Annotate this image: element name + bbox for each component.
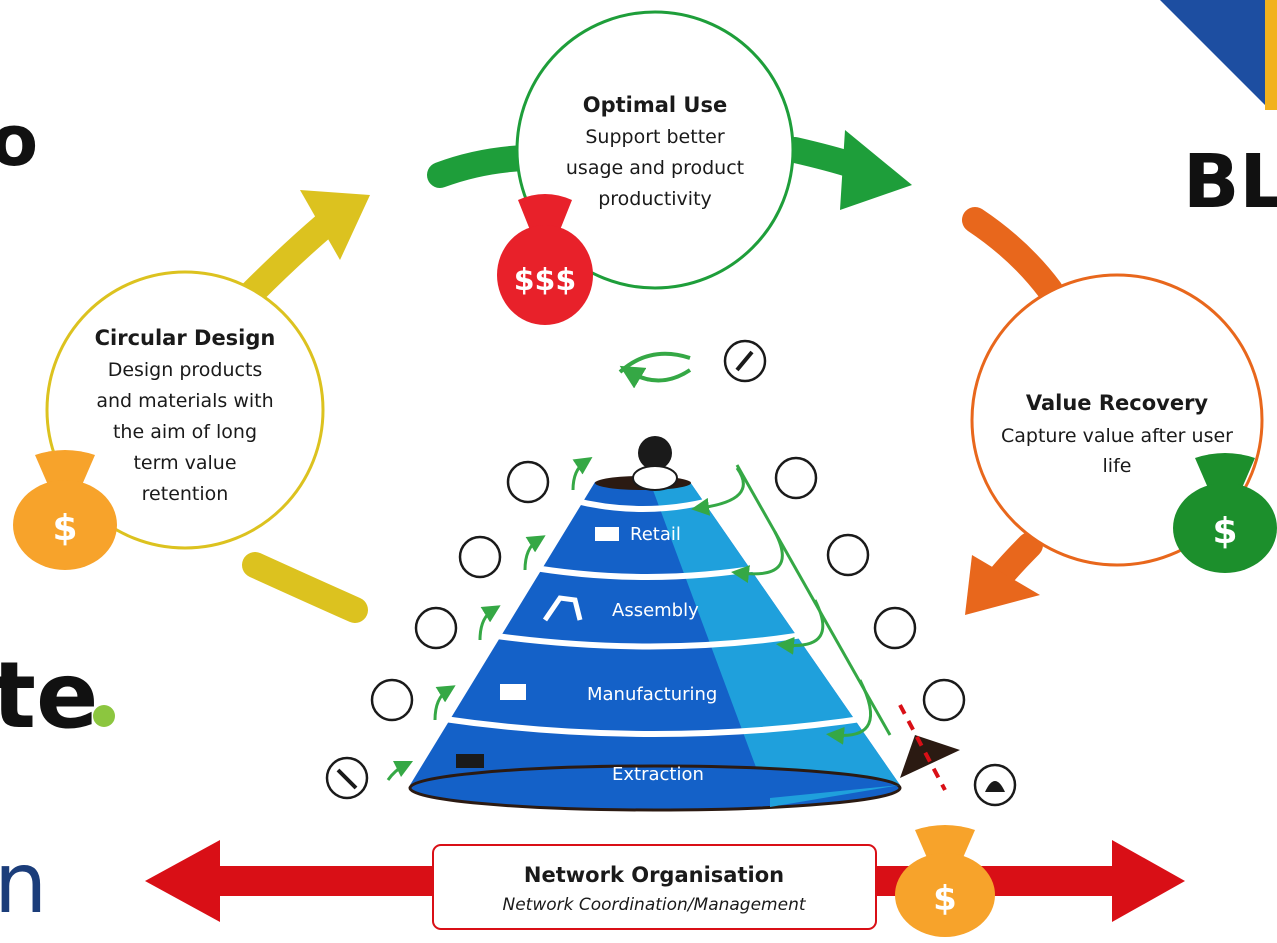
tier-manufacturing: Manufacturing [587, 684, 717, 705]
return-loops [386, 351, 947, 791]
network-title: Network Organisation [524, 863, 784, 887]
use-loop [619, 365, 692, 389]
orange-arrow-tail [962, 207, 1063, 303]
tier-extraction: Extraction [612, 764, 704, 785]
tubes-icon [922, 678, 966, 722]
circular-design-line: the aim of long [113, 421, 257, 443]
green-arrowhead [840, 130, 912, 210]
bicycle-icon [458, 535, 502, 579]
network-box [432, 844, 877, 930]
bicycle-icon [506, 460, 550, 504]
pyramid: Retail Assembly Manufacturing Extraction [408, 436, 960, 812]
tier-line [436, 715, 869, 737]
green-arrow-tail [427, 145, 538, 188]
money-bag-orange-bottom: $ [895, 825, 995, 937]
circular-design-line: and materials with [96, 390, 273, 412]
value-recovery-circle [970, 273, 1264, 567]
yellow-arrow-up [237, 212, 338, 308]
tier-assembly: Assembly [612, 600, 699, 621]
value-recovery-line: Capture value after user [1001, 425, 1233, 447]
waste-pile [900, 735, 960, 778]
green-dot [93, 705, 115, 727]
money-bag-orange-left: $ [13, 450, 117, 570]
bicycle-icon [774, 456, 818, 500]
money-bag-red: $$$ [497, 194, 593, 325]
tier-retail: Retail [630, 524, 681, 545]
tier-line [474, 630, 816, 650]
value-recovery-title: Value Recovery [1026, 391, 1209, 415]
left-bottom-fragment: n [0, 834, 47, 932]
money-bag-green: $ [1173, 453, 1277, 573]
circular-design-line: retention [142, 483, 229, 505]
person-body-icon [632, 465, 678, 491]
person-head-icon [638, 436, 672, 470]
optimal-use-circle [515, 10, 795, 290]
orange-arrowhead [965, 555, 1040, 615]
optimal-use-title: Optimal Use [583, 93, 727, 117]
minecart-icon [456, 754, 484, 768]
truck-icon [370, 678, 414, 722]
tubes-icon [414, 606, 458, 650]
frame-icon [873, 606, 917, 650]
waste-dashed-line [898, 704, 947, 791]
value-recovery-text: Value Recovery Capture value after user … [1001, 391, 1233, 477]
factory-icon [500, 684, 526, 700]
corner-logo-blue [1160, 0, 1270, 110]
money-bag-red-symbol: $$$ [514, 263, 577, 298]
circular-design-title: Circular Design [95, 326, 276, 350]
network-subtitle: Network Coordination/Management [502, 895, 806, 915]
cycle-arrows [237, 130, 1063, 623]
yellow-arrow-tail [242, 552, 368, 623]
left-top-fragment: o [0, 100, 38, 182]
robot-arm-icon [542, 595, 583, 622]
circled-icons [325, 339, 1017, 807]
optimal-use-line: productivity [598, 188, 712, 210]
bicycle-parts-icon [826, 533, 870, 577]
money-bag-orange-left-symbol: $ [52, 508, 77, 549]
optimal-use-line: usage and product [566, 157, 744, 179]
circular-design-line: Design products [108, 359, 263, 381]
right-top-fragment: BL [1183, 139, 1277, 225]
left-middle-fragment: te [0, 642, 98, 749]
optimal-use-line: Support better [585, 126, 724, 148]
money-bag-green-symbol: $ [1212, 511, 1237, 552]
circular-design-circle [45, 270, 325, 550]
yellow-arrowhead [300, 190, 370, 260]
value-recovery-line: life [1103, 455, 1132, 477]
cart-icon [595, 527, 619, 541]
circular-design-line: term value [133, 452, 236, 474]
money-bag-orange-bottom-symbol: $ [933, 879, 957, 919]
optimal-use-text: Optimal Use Support better usage and pro… [566, 93, 744, 210]
corner-logo-yellow [1265, 0, 1277, 110]
circular-design-text: Circular Design Design products and mate… [95, 326, 276, 505]
